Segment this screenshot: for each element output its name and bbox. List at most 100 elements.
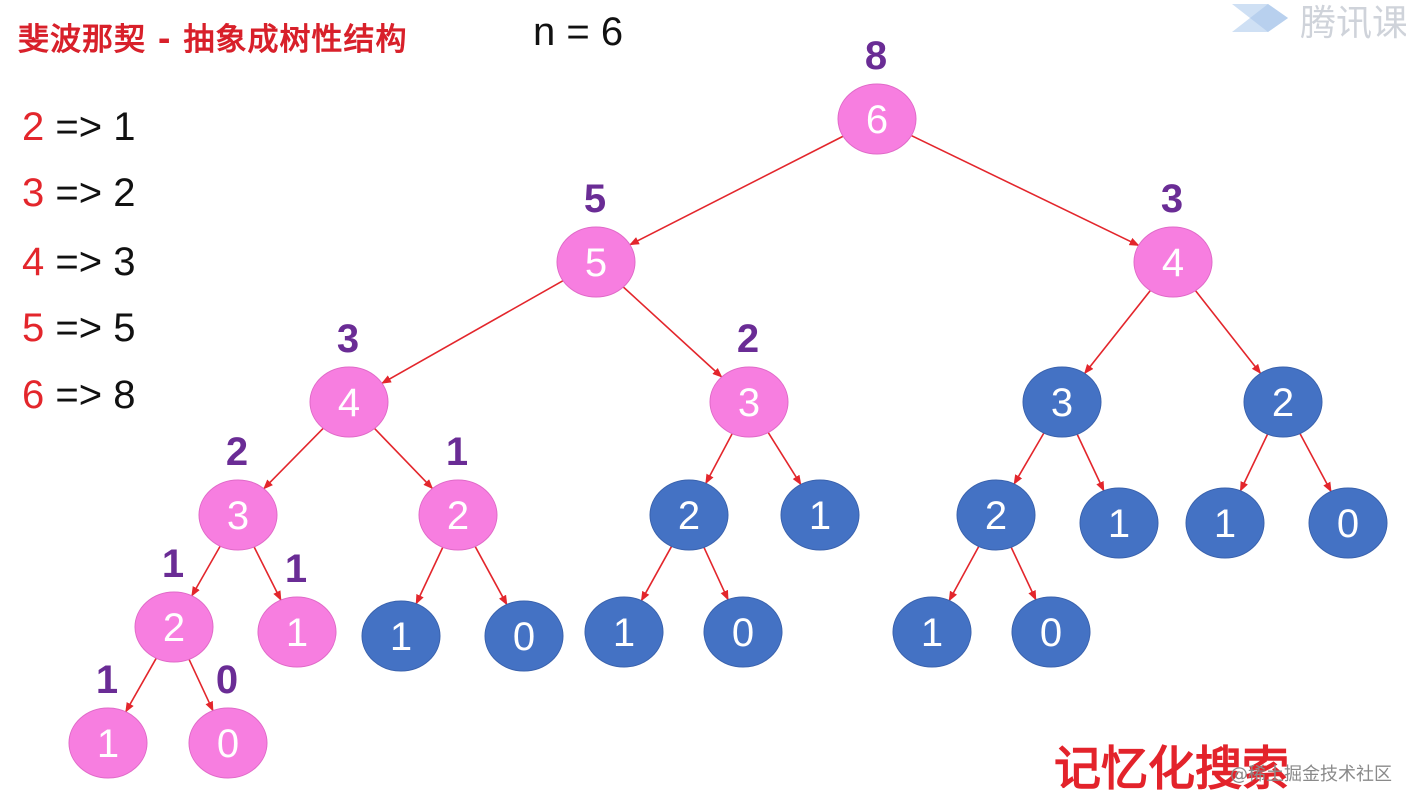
page-title: 斐波那契 - 抽象成树性结构 xyxy=(18,22,408,58)
tree-node-value: 2 xyxy=(163,606,185,650)
tree-node: 1 xyxy=(1079,487,1159,559)
tree-edge xyxy=(948,546,980,602)
memo-row: 3 => 2 xyxy=(22,171,135,216)
tree-node-value: 1 xyxy=(390,615,412,659)
tree-edge xyxy=(640,545,673,602)
video-logo-icon xyxy=(1232,4,1288,32)
tree-node: 0 xyxy=(1011,596,1091,668)
tree-node-circle xyxy=(1022,366,1102,438)
tree-node: 1 xyxy=(584,596,664,668)
tree-edge xyxy=(1083,290,1152,375)
tree-node-circle xyxy=(892,596,972,668)
tree-node-value: 0 xyxy=(1337,502,1359,546)
tree-node-count: 1 xyxy=(446,430,468,474)
tree-node: 32 xyxy=(709,317,789,438)
tree-node-value: 0 xyxy=(1040,611,1062,655)
tree-edge xyxy=(474,546,508,606)
memo-key: 6 xyxy=(22,373,45,417)
tree-node-circle xyxy=(68,707,148,779)
tree-node: 0 xyxy=(1308,487,1388,559)
tree-node-circle xyxy=(418,479,498,551)
memo-row: 5 => 5 xyxy=(22,306,135,351)
tree-node: 0 xyxy=(484,600,564,672)
tree-edge xyxy=(191,545,221,597)
tree-edge xyxy=(373,427,434,490)
tree-node-value: 6 xyxy=(866,98,888,142)
watermark-brand: 腾讯课 xyxy=(1300,3,1406,44)
tree-node-circle xyxy=(649,479,729,551)
watermark-credit: @稀土掘金技术社区 xyxy=(1230,764,1392,785)
tree-node-circle xyxy=(837,83,917,155)
tree-node-value: 4 xyxy=(1162,241,1184,285)
tree-node: 43 xyxy=(309,317,389,438)
method-label: 记忆化搜索 xyxy=(1054,742,1289,797)
memo-row: 2 => 1 xyxy=(22,105,135,150)
memo-value: => 3 xyxy=(44,240,136,284)
memo-value: => 2 xyxy=(44,171,136,215)
tree-node-value: 2 xyxy=(447,494,469,538)
tree-node: 00 xyxy=(188,658,268,779)
tree-node-count: 1 xyxy=(96,658,118,702)
tree-node-count: 1 xyxy=(285,547,307,591)
tree-edge xyxy=(1194,290,1262,375)
tree-node-value: 3 xyxy=(1051,381,1073,425)
tree-node-circle xyxy=(956,479,1036,551)
tree-node-value: 1 xyxy=(1108,502,1130,546)
tree-node-circle xyxy=(709,366,789,438)
tree-node-value: 2 xyxy=(985,494,1007,538)
tree-node-count: 3 xyxy=(1161,177,1183,221)
tree-node-value: 3 xyxy=(227,494,249,538)
tree-node-value: 5 xyxy=(585,241,607,285)
tree-node-circle xyxy=(257,596,337,668)
tree-node: 43 xyxy=(1133,177,1213,298)
tree-edges xyxy=(125,134,1332,713)
tree-node-value: 1 xyxy=(921,611,943,655)
tree-node: 55 xyxy=(556,177,636,298)
tree-node: 2 xyxy=(1243,366,1323,438)
tree-node-value: 3 xyxy=(738,381,760,425)
memo-value: => 1 xyxy=(44,105,136,149)
n-value-label: n = 6 xyxy=(533,10,624,54)
tree-edge xyxy=(125,657,157,713)
memo-row: 6 => 8 xyxy=(22,373,135,418)
memo-key: 5 xyxy=(22,306,45,350)
tree-node-circle xyxy=(134,591,214,663)
tree-node-count: 2 xyxy=(737,317,759,361)
memo-key: 2 xyxy=(22,105,45,149)
tree-node-circle xyxy=(1011,596,1091,668)
tree-edge xyxy=(415,546,444,605)
tree-node-value: 0 xyxy=(217,722,239,766)
tree-node: 1 xyxy=(1185,487,1265,559)
tree-node-value: 1 xyxy=(613,611,635,655)
tree-edge xyxy=(1010,546,1037,601)
memo-row: 4 => 3 xyxy=(22,240,135,285)
tree-node: 0 xyxy=(703,596,783,668)
tree-node-count: 8 xyxy=(865,34,887,78)
tree-edge xyxy=(381,279,564,385)
tree-node: 2 xyxy=(956,479,1036,551)
tree-node-value: 1 xyxy=(1214,502,1236,546)
tree-node-circle xyxy=(1308,487,1388,559)
tree-node: 1 xyxy=(892,596,972,668)
tree-node-circle xyxy=(556,226,636,298)
tree-edge xyxy=(703,547,729,601)
tree-node: 11 xyxy=(68,658,148,779)
tree-node-circle xyxy=(188,707,268,779)
tree-node-circle xyxy=(584,596,664,668)
tree-node-count: 2 xyxy=(226,430,248,474)
tree-edge xyxy=(1076,433,1105,492)
tree-node-value: 4 xyxy=(338,381,360,425)
tree-node-value: 0 xyxy=(513,615,535,659)
tree-node-value: 1 xyxy=(809,494,831,538)
tree-edge xyxy=(629,135,844,246)
tree-node-circle xyxy=(484,600,564,672)
tree-node: 21 xyxy=(134,542,214,663)
tree-node-count: 5 xyxy=(584,177,606,221)
tree-node-circle xyxy=(780,479,860,551)
tree-node-value: 2 xyxy=(1272,381,1294,425)
tree-edge xyxy=(188,658,214,712)
memo-key: 3 xyxy=(22,171,45,215)
tree-node-value: 1 xyxy=(286,611,308,655)
